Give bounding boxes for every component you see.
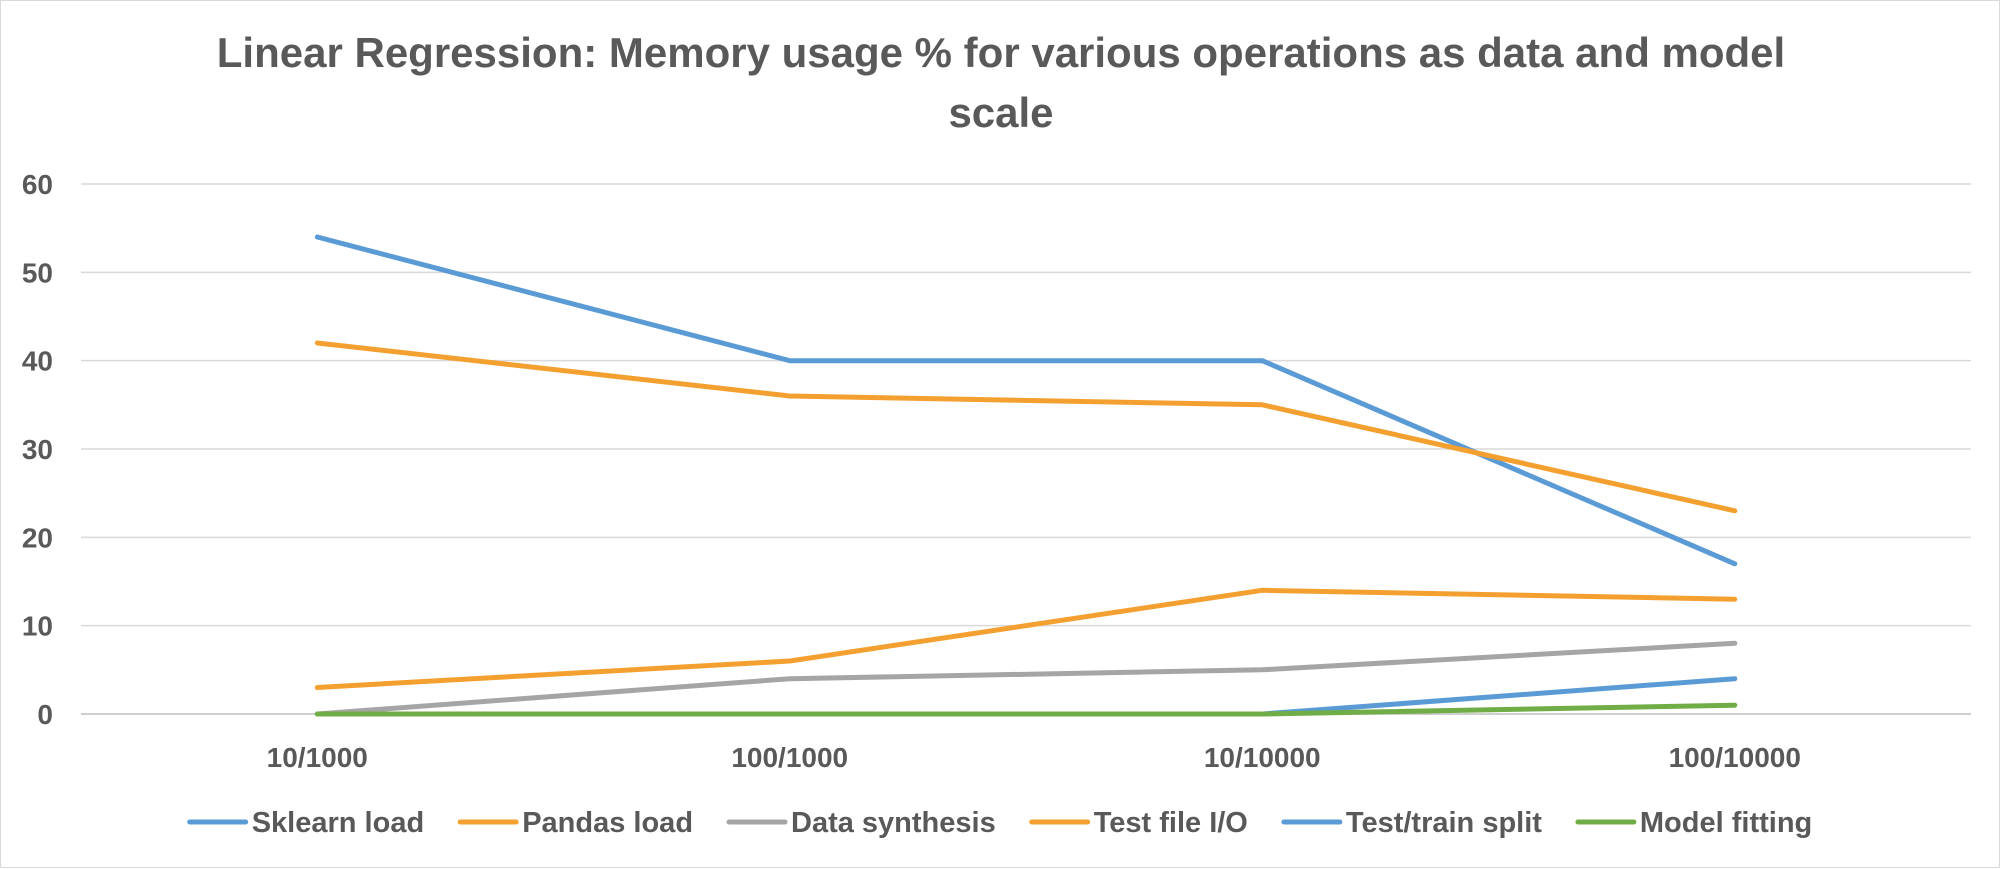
- legend-label: Test file I/O: [1094, 807, 1248, 839]
- gridlines: [81, 183, 1971, 715]
- x-tick-label: 10/10000: [1204, 742, 1321, 773]
- axis-labels: 0 10 20 30 40 50 60 10/1000 100/1000 10/10000 100/…: [22, 169, 1801, 773]
- series-lines: [314, 234, 1738, 717]
- y-tick-label: 40: [22, 346, 53, 377]
- series-line-model-fitting: [314, 702, 1738, 717]
- x-tick-label: 100/1000: [731, 742, 848, 773]
- y-tick-label: 30: [22, 434, 53, 465]
- y-tick-label: 20: [22, 522, 53, 553]
- y-tick-label: 10: [22, 611, 53, 642]
- y-tick-label: 60: [22, 169, 53, 200]
- legend-label: Sklearn load: [252, 807, 424, 839]
- x-tick-label: 10/1000: [267, 742, 368, 773]
- y-tick-label: 0: [37, 699, 53, 730]
- legend-item: Test file I/O: [1029, 807, 1248, 839]
- legend-label: Pandas load: [522, 807, 693, 839]
- legend-item: Sklearn load: [187, 807, 424, 839]
- series-line-data-synthesis: [314, 640, 1738, 717]
- legend: Sklearn load Pandas load Data synthesis Tes…: [187, 807, 1812, 839]
- legend-label: Data synthesis: [791, 807, 996, 839]
- legend-label: Test/train split: [1346, 807, 1542, 839]
- legend-item: Model fitting: [1575, 807, 1812, 839]
- y-tick-label: 50: [22, 257, 53, 288]
- chart-title: Linear Regression: Memory usage % for va…: [216, 29, 1786, 136]
- series-line-test-file-i-o: [314, 587, 1738, 690]
- x-tick-label: 100/10000: [1669, 742, 1801, 773]
- legend-item: Data synthesis: [726, 807, 996, 839]
- series-line-pandas-load: [314, 340, 1738, 514]
- legend-item: Test/train split: [1281, 807, 1542, 839]
- series-line-sklearn-load: [314, 234, 1738, 567]
- legend-label: Model fitting: [1640, 807, 1812, 839]
- legend-item: Pandas load: [457, 807, 693, 839]
